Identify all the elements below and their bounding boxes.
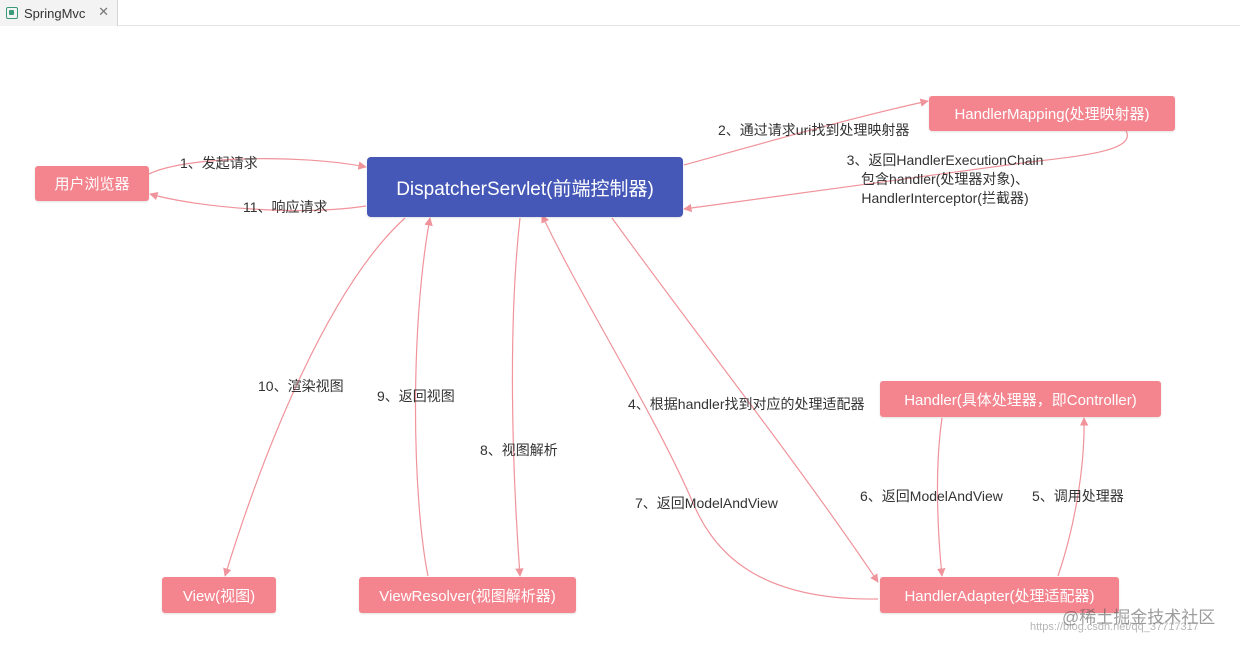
edge-3-label-line1: 3、返回HandlerExecutionChain: [846, 152, 1044, 168]
edge-2-label: 2、通过请求uri找到处理映射器: [718, 122, 910, 138]
browser-node[interactable]: 用户浏览器: [35, 166, 149, 201]
handler-mapping-node[interactable]: HandlerMapping(处理映射器): [929, 96, 1175, 131]
edge-7-label: 7、返回ModelAndView: [635, 495, 778, 511]
close-icon[interactable]: ✕: [98, 4, 109, 19]
tab-bar: SpringMvc ✕: [0, 0, 1240, 26]
edge-1: [148, 158, 367, 175]
view-resolver-node[interactable]: ViewResolver(视图解析器): [359, 577, 576, 613]
edge-9-label: 9、返回视图: [377, 388, 455, 404]
edge-5: [1057, 417, 1089, 577]
edge-8: [511, 217, 524, 577]
handler-adapter-node[interactable]: HandlerAdapter(处理适配器): [880, 577, 1119, 613]
dispatcher-servlet-node[interactable]: DispatcherServlet(前端控制器): [367, 157, 683, 217]
diagram-canvas: DispatcherServlet(前端控制器) 用户浏览器 HandlerMa…: [0, 26, 1240, 645]
edge-4-label: 4、根据handler找到对应的处理适配器: [628, 396, 865, 412]
edge-1-label: 1、发起请求: [180, 155, 258, 171]
handler-node[interactable]: Handler(具体处理器，即Controller): [880, 381, 1161, 417]
watermark-url: https://blog.csdn.net/qq_37717317: [1030, 621, 1199, 633]
mindmap-file-icon: [6, 7, 18, 19]
edge-3-label: 3、返回HandlerExecutionChain 包含handler(处理器对…: [835, 151, 1055, 208]
edge-3: [683, 128, 1128, 213]
edge-10-label: 10、渲染视图: [258, 378, 344, 394]
edge-2: [683, 98, 929, 166]
edge-11-label: 11、响应请求: [243, 199, 328, 215]
tab-springmvc[interactable]: SpringMvc ✕: [0, 0, 118, 26]
edge-layer: [148, 98, 1128, 600]
edge-7: [541, 214, 879, 600]
edge-5-label: 5、调用处理器: [1032, 488, 1124, 504]
edge-3-label-line3: HandlerInterceptor(拦截器): [861, 190, 1029, 206]
edge-6-label: 6、返回ModelAndView: [860, 488, 1003, 504]
edge-10: [223, 217, 406, 577]
edge-9: [414, 217, 433, 577]
edge-3-label-line2: 包含handler(处理器对象)、: [860, 171, 1030, 187]
watermark-brand: @稀土掘金技术社区: [1062, 608, 1216, 627]
view-node[interactable]: View(视图): [162, 577, 276, 613]
edge-4: [611, 217, 879, 583]
edge-11: [149, 191, 367, 212]
edge-6: [936, 417, 946, 577]
edge-8-label: 8、视图解析: [480, 442, 558, 458]
tab-title: SpringMvc: [24, 5, 86, 21]
